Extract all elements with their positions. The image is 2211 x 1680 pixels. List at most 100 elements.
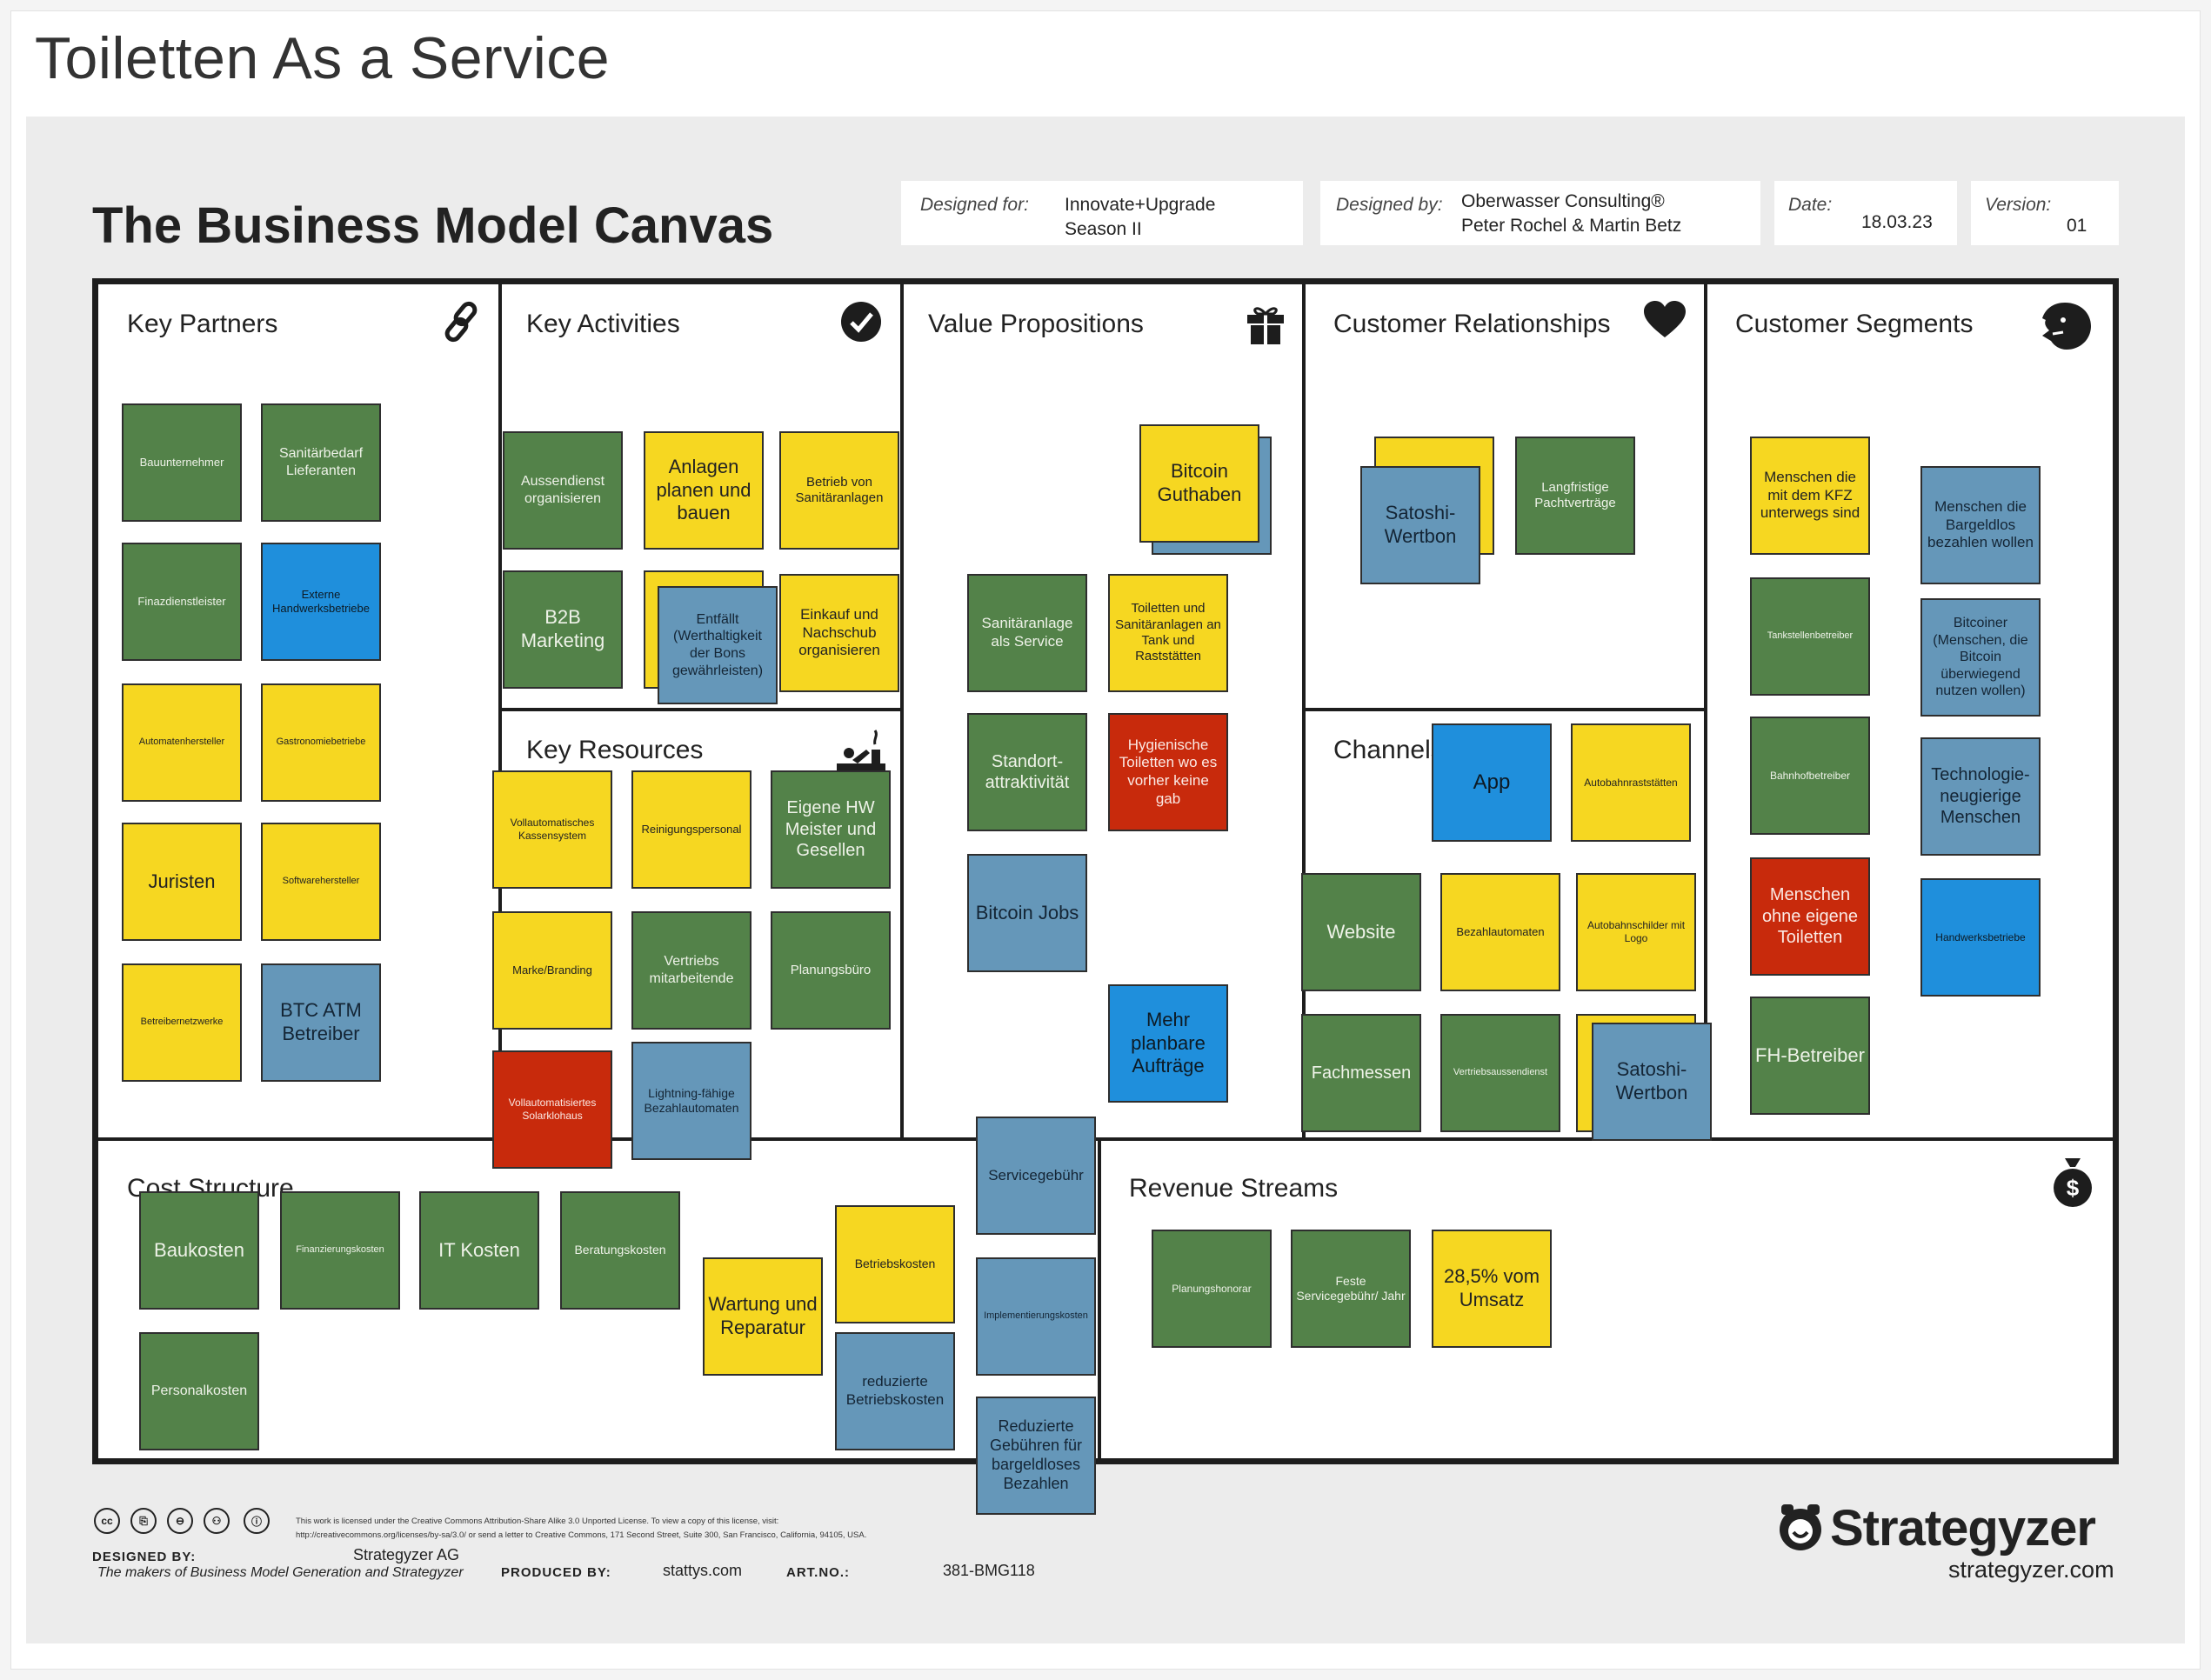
divider — [498, 708, 904, 711]
sticky-note[interactable]: Lightning-fähige Bezahlautomaten — [631, 1042, 751, 1160]
block-title-customer-segments: Customer Segments — [1735, 310, 1974, 338]
link-icon — [444, 301, 478, 343]
cc-share-icon: ⊖ — [167, 1508, 193, 1534]
sticky-note[interactable]: Satoshi-Wertbon — [1360, 466, 1480, 584]
date-box[interactable]: Date: 18.03.23 — [1774, 181, 1957, 245]
sticky-note[interactable]: reduzierte Betriebskosten — [835, 1332, 955, 1450]
sticky-note[interactable]: Tankstellenbetreiber — [1750, 577, 1870, 696]
sticky-note[interactable]: B2B Marketing — [503, 570, 623, 689]
sticky-note[interactable]: Autobahnschilder mit Logo — [1576, 873, 1696, 991]
sticky-note[interactable]: Planungshonorar — [1152, 1230, 1272, 1348]
designed-by-line1: Oberwasser Consulting® — [1461, 191, 1665, 211]
sticky-note[interactable]: App — [1432, 723, 1552, 842]
sticky-note[interactable]: Vertriebsaussendienst — [1440, 1014, 1560, 1132]
strategyzer-url[interactable]: strategyzer.com — [1948, 1557, 2114, 1583]
sticky-note[interactable]: Bitcoiner (Menschen, die Bitcoin überwie… — [1920, 598, 2041, 717]
page-title: Toiletten As a Service — [35, 25, 611, 91]
sticky-note[interactable]: Implementierungskosten — [976, 1257, 1096, 1376]
sticky-note[interactable]: Betreibernetzwerke — [122, 963, 242, 1082]
sticky-note[interactable]: Finazdienstleister — [122, 543, 242, 661]
sticky-note[interactable]: 28,5% vom Umsatz — [1432, 1230, 1552, 1348]
cc-person-icon: ⓘ — [244, 1508, 270, 1534]
sticky-note[interactable]: Servicegebühr — [976, 1117, 1096, 1235]
divider — [96, 1137, 2115, 1141]
sticky-note[interactable]: Bauunternehmer — [122, 403, 242, 522]
sticky-note[interactable]: Personalkosten — [139, 1332, 259, 1450]
sticky-note[interactable]: Vollautomatisiertes Solarklohaus — [492, 1050, 612, 1169]
sticky-note[interactable]: Automatenhersteller — [122, 683, 242, 802]
divider — [1302, 708, 1707, 711]
sticky-note[interactable]: Technologie-neugierige Menschen — [1920, 737, 2041, 856]
sticky-note[interactable]: Handwerksbetriebe — [1920, 878, 2041, 997]
sticky-note[interactable]: Langfristige Pachtverträge — [1515, 437, 1635, 555]
worker-icon — [837, 730, 885, 770]
block-title-key-activities: Key Activities — [526, 310, 680, 338]
version-value: 01 — [2067, 216, 2087, 236]
sticky-note[interactable]: Sanitäranlage als Service — [967, 574, 1087, 692]
designed-for-line1: Innovate+Upgrade — [1065, 195, 1216, 215]
sticky-note[interactable]: Softwarehersteller — [261, 823, 381, 941]
version-box[interactable]: Version: 01 — [1971, 181, 2119, 245]
sticky-note[interactable]: Menschen ohne eigene Toiletten — [1750, 857, 1870, 976]
sticky-note[interactable]: BTC ATM Betreiber — [261, 963, 381, 1082]
sticky-note[interactable]: Betriebskosten — [835, 1205, 955, 1323]
sticky-note[interactable]: IT Kosten — [419, 1191, 539, 1310]
sticky-note[interactable]: FH-Betreiber — [1750, 997, 1870, 1115]
sticky-note[interactable]: Satoshi-Wertbon — [1592, 1023, 1712, 1141]
sticky-note[interactable]: Vertriebs mitarbeitende — [631, 911, 751, 1030]
sticky-note[interactable]: Feste Servicegebühr/ Jahr — [1291, 1230, 1411, 1348]
produced-by-value: stattys.com — [663, 1562, 743, 1579]
divider — [1704, 282, 1707, 1141]
sticky-note[interactable]: Mehr planbare Aufträge — [1108, 984, 1228, 1103]
sticky-note[interactable]: Aussendienst organisieren — [503, 431, 623, 550]
sticky-note[interactable]: Toiletten und Sanitäranlagen an Tank und… — [1108, 574, 1228, 692]
sticky-note[interactable]: Sanitärbedarf Lieferanten — [261, 403, 381, 522]
block-title-revenue-streams: Revenue Streams — [1129, 1174, 1339, 1203]
sticky-note[interactable]: Autobahnraststätten — [1571, 723, 1691, 842]
sticky-note[interactable]: Standort-attraktivität — [967, 713, 1087, 831]
sticky-note[interactable]: Baukosten — [139, 1191, 259, 1310]
sticky-note[interactable]: Anlagen planen und bauen — [644, 431, 764, 550]
sticky-note[interactable]: Menschen die mit dem KFZ unterwegs sind — [1750, 437, 1870, 555]
sticky-note[interactable]: Bahnhofbetreiber — [1750, 717, 1870, 835]
makers-text: The makers of Business Model Generation … — [97, 1565, 464, 1580]
designed-by-label: Designed by: — [1336, 195, 1443, 215]
sticky-note[interactable]: Juristen — [122, 823, 242, 941]
sticky-note[interactable]: Finanzierungskosten — [280, 1191, 400, 1310]
sticky-note[interactable]: Bezahlautomaten — [1440, 873, 1560, 991]
face-icon — [2042, 303, 2091, 350]
sticky-note[interactable]: Bitcoin Jobs — [967, 854, 1087, 972]
cc-icon: cc — [94, 1508, 120, 1534]
block-title-key-partners: Key Partners — [127, 310, 278, 338]
designed-by-footer-value: Strategyzer AG — [353, 1546, 460, 1563]
block-title-customer-relationships: Customer Relationships — [1333, 310, 1611, 338]
divider — [498, 282, 502, 1141]
svg-text:$: $ — [2067, 1175, 2080, 1201]
sticky-note[interactable]: Marke/Branding — [492, 911, 612, 1030]
checkmark-icon — [841, 302, 881, 342]
sticky-note[interactable]: Beratungskosten — [560, 1191, 680, 1310]
designed-by-box[interactable]: Designed by: Oberwasser Consulting® Pete… — [1320, 181, 1760, 245]
sticky-note[interactable]: Reinigungspersonal — [631, 770, 751, 889]
designed-by-footer-label: DESIGNED BY: — [92, 1550, 197, 1564]
sticky-note[interactable]: Planungsbüro — [771, 911, 891, 1030]
sticky-note[interactable]: Website — [1301, 873, 1421, 991]
sticky-note[interactable]: Fachmessen — [1301, 1014, 1421, 1132]
sticky-note[interactable]: Vollautomatisches Kassensystem — [492, 770, 612, 889]
cc-attribution-icon: ⚇ — [204, 1508, 230, 1534]
sticky-note[interactable]: Reduzierte Gebühren für bargeldloses Bez… — [976, 1397, 1096, 1515]
sticky-note[interactable]: Gastronomiebetriebe — [261, 683, 381, 802]
sticky-note[interactable]: Einkauf und Nachschub organisieren — [779, 574, 899, 692]
sticky-note[interactable]: Betrieb von Sanitäranlagen — [779, 431, 899, 550]
sticky-note[interactable]: Entfällt (Werthaltigkeit der Bons gewähr… — [658, 586, 778, 704]
version-label: Version: — [1985, 195, 2052, 215]
designed-for-box[interactable]: Designed for: Innovate+Upgrade Season II — [901, 181, 1303, 245]
sticky-note[interactable]: Wartung und Reparatur — [703, 1257, 823, 1376]
sticky-note[interactable]: Externe Handwerksbetriebe — [261, 543, 381, 661]
sticky-note[interactable]: Bitcoin Guthaben — [1139, 424, 1259, 543]
sticky-note[interactable]: Menschen die Bargeldlos bezahlen wollen — [1920, 466, 2041, 584]
sticky-note[interactable]: Eigene HW Meister und Gesellen — [771, 770, 891, 889]
art-no-value: 381-BMG118 — [943, 1562, 1035, 1579]
sticky-note[interactable]: Hygienische Toiletten wo es vorher keine… — [1108, 713, 1228, 831]
strategyzer-logo-icon — [1780, 1504, 1821, 1550]
